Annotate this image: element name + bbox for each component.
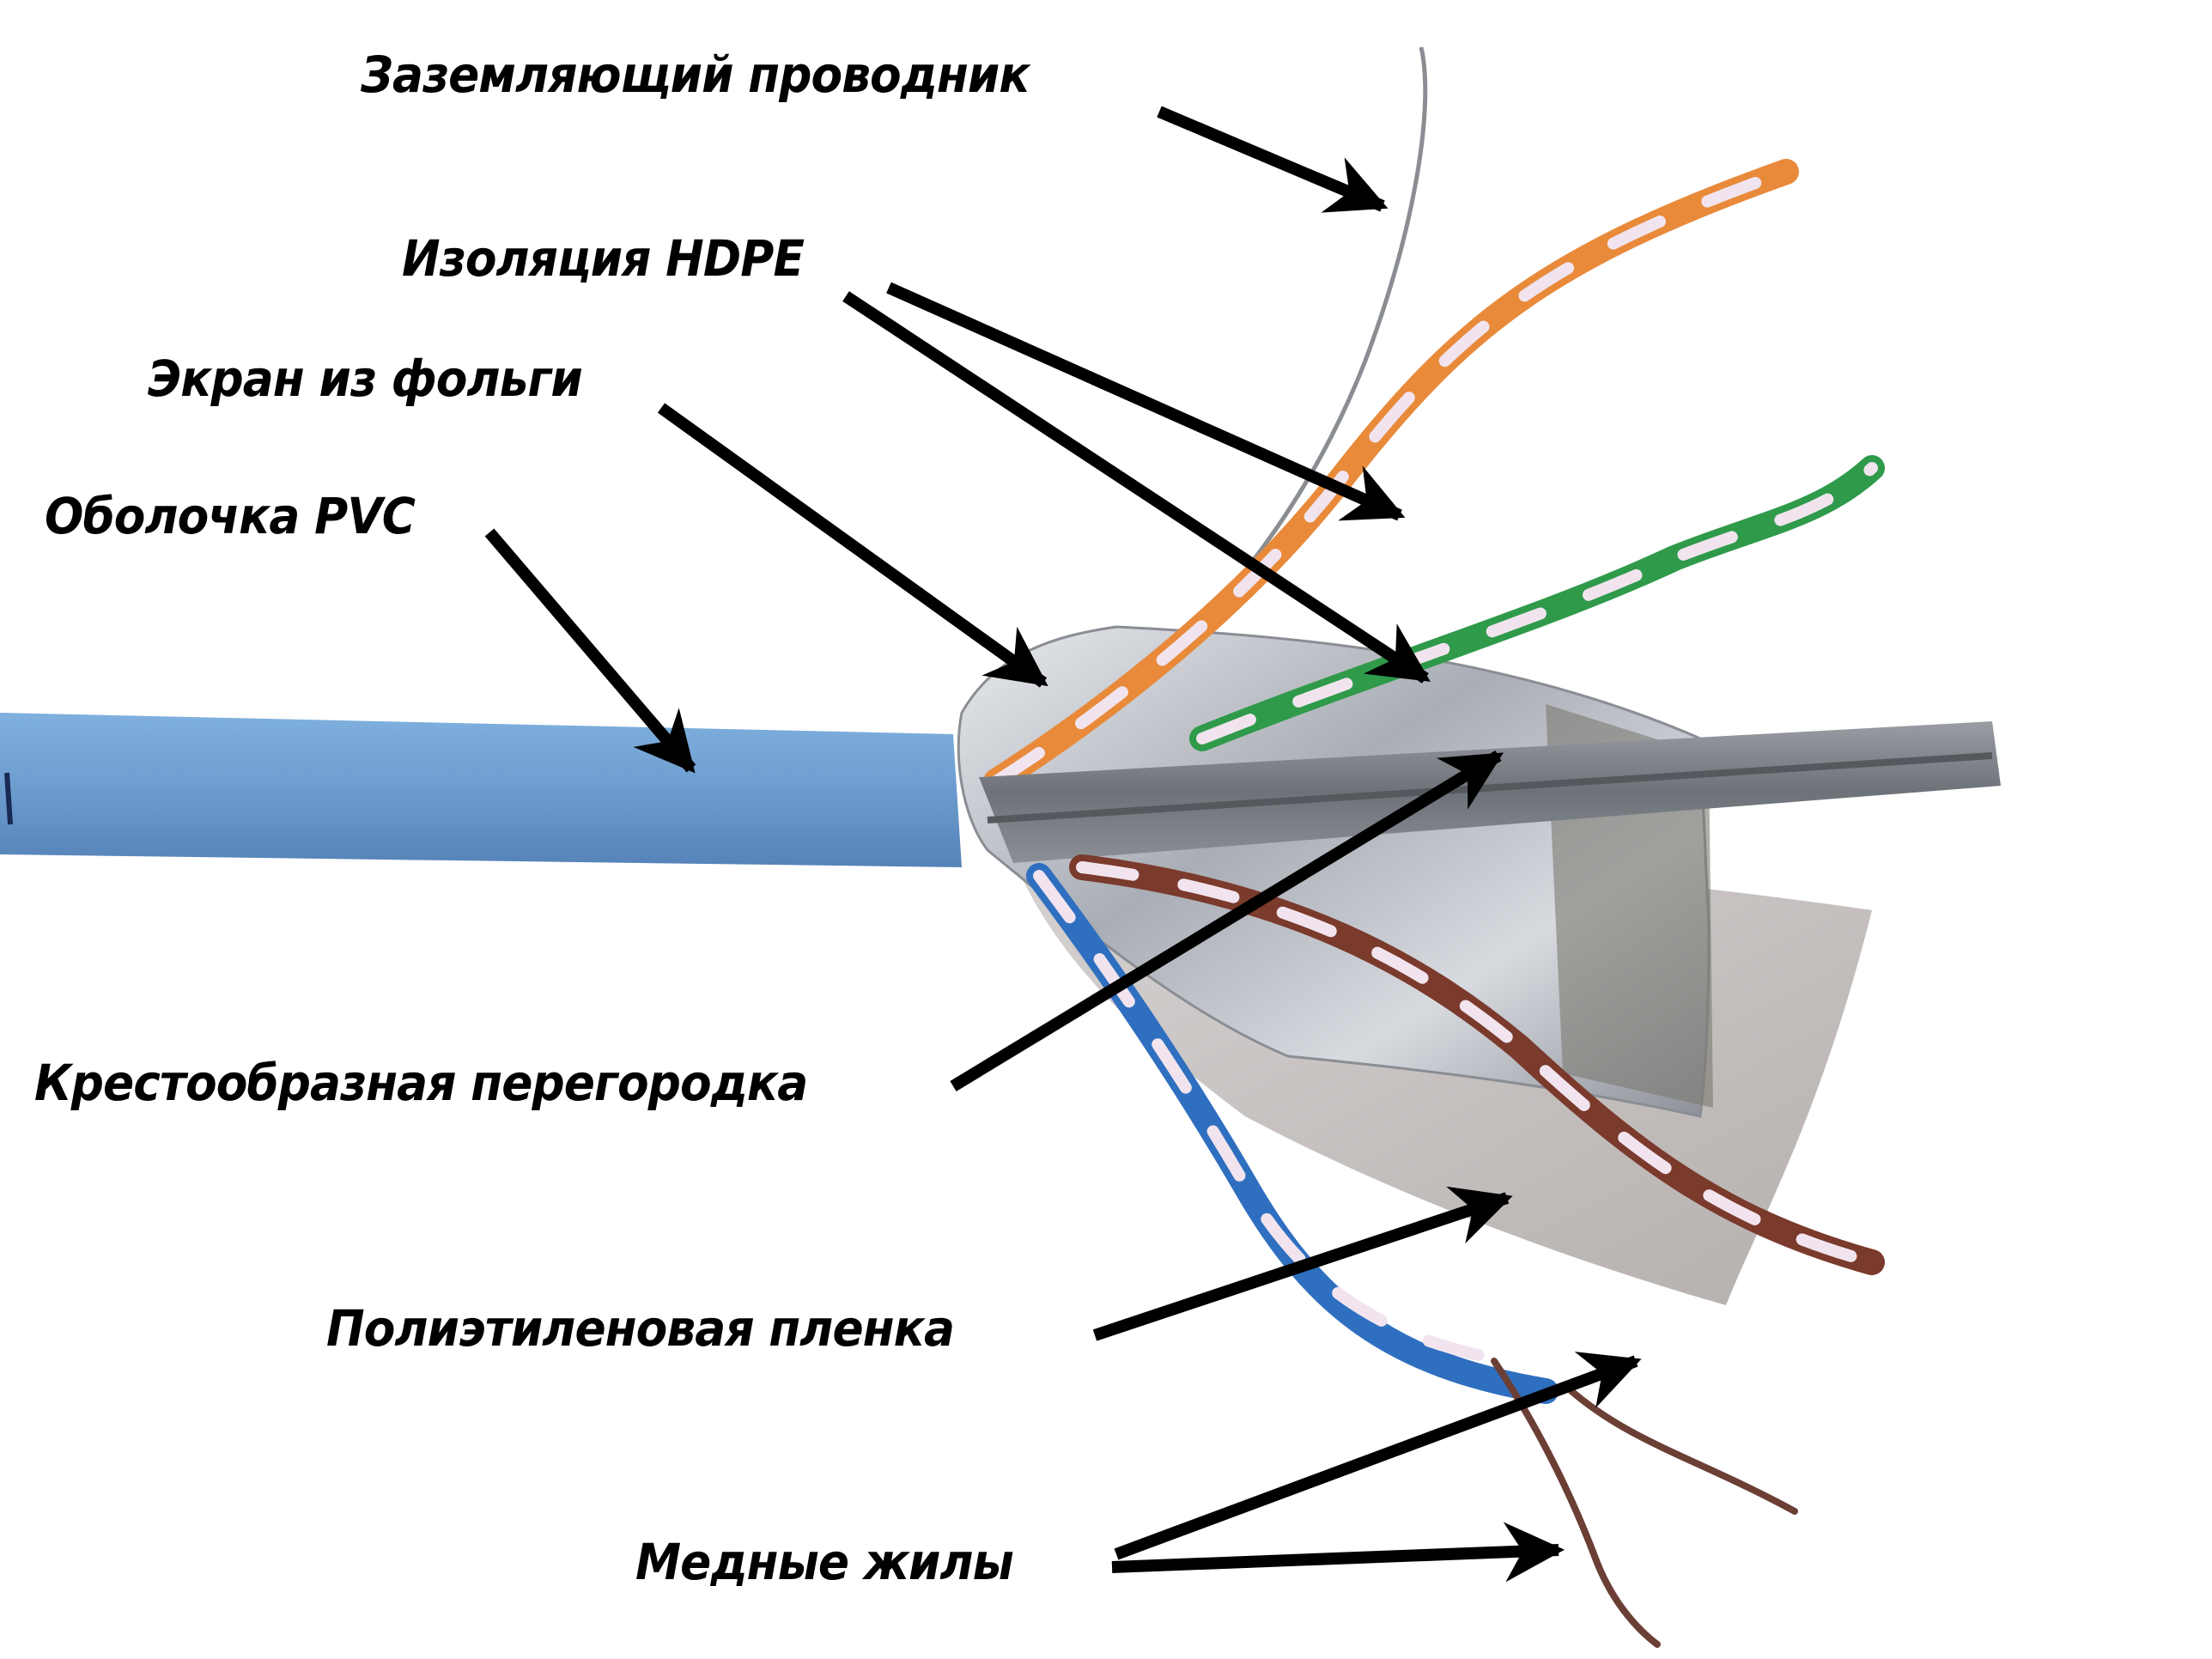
blue-pair [1026, 863, 1559, 1404]
arrow-hdpe-2 [842, 291, 1431, 684]
arrows [484, 106, 1642, 1583]
arrow-hdpe-1 [886, 282, 1406, 521]
label-pvc-jacket: Оболочка PVC [45, 487, 416, 545]
arrow-separator [950, 750, 1504, 1091]
arrow-ground-wire [1157, 106, 1389, 213]
arrow-copper-1 [1114, 1352, 1642, 1560]
label-copper-cores: Медные жилы [635, 1533, 1014, 1591]
label-hdpe-insulation: Изоляция HDPE [402, 229, 805, 288]
arrow-foil [657, 403, 1048, 688]
copper-cores [1491, 1358, 1798, 1648]
label-foil-shield: Экран из фольги [148, 349, 583, 408]
green-pair [1189, 455, 1885, 751]
arrow-copper-2 [1111, 1522, 1565, 1583]
label-pe-film: Полиэтиленовая пленка [326, 1299, 955, 1358]
label-ground-wire: Заземляющий проводник [361, 46, 1030, 104]
label-cross-separator: Крестообразная перегородка [34, 1054, 808, 1112]
arrow-pvc [484, 528, 696, 774]
pvc-jacket [0, 713, 962, 867]
arrow-film [1092, 1186, 1513, 1341]
